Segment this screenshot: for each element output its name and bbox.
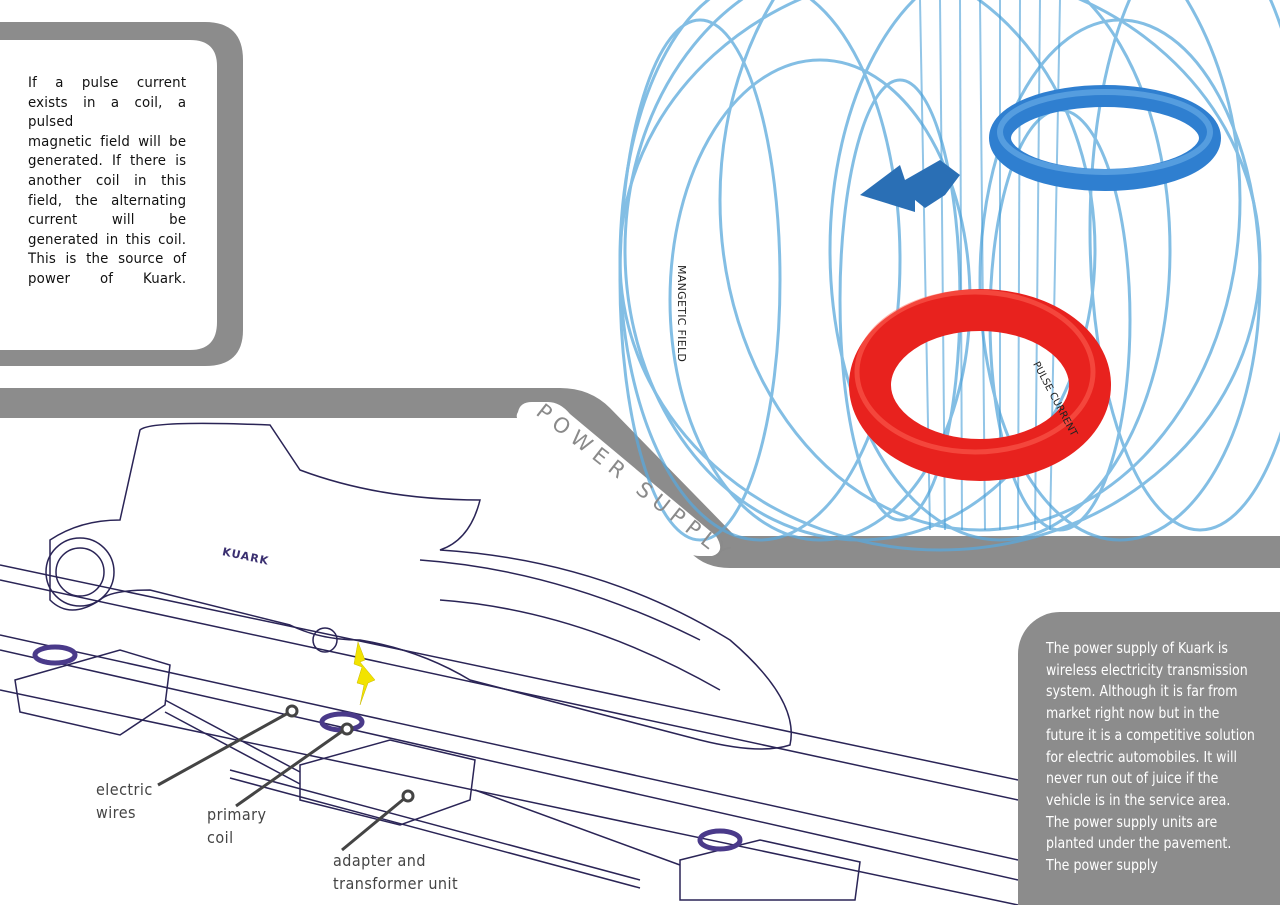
intro-line: If a pulse current bbox=[28, 75, 187, 91]
intro-line: magnetic field will be bbox=[28, 133, 187, 150]
callout-line: wires bbox=[96, 803, 136, 822]
adapter-box-3 bbox=[679, 839, 861, 901]
description-text: The power supply of Kuark is wireless el… bbox=[1046, 639, 1255, 875]
description-panel: The power supply of Kuark is wireless el… bbox=[1018, 612, 1280, 905]
intro-line: generated in this coil. bbox=[28, 231, 187, 248]
intro-line: power of Kuark. bbox=[28, 270, 187, 287]
callout-electric-wires: electric wires bbox=[96, 778, 153, 824]
intro-line: This is the source of bbox=[28, 251, 187, 268]
magnetic-field-label: MANGETIC FIELD bbox=[675, 265, 688, 363]
adapter-box-2 bbox=[299, 739, 476, 826]
intro-line: generated. If there is bbox=[28, 153, 187, 170]
callout-line: electric bbox=[96, 780, 153, 799]
vehicle-body bbox=[49, 422, 792, 750]
callout-line: coil bbox=[207, 828, 234, 847]
callout-line: adapter and bbox=[333, 851, 426, 870]
primary-coil-icon bbox=[32, 644, 78, 666]
direction-arrow-icon bbox=[860, 160, 960, 212]
vehicle-wheel bbox=[45, 537, 115, 607]
intro-line: current will be bbox=[28, 212, 187, 229]
callout-line: primary bbox=[207, 805, 267, 824]
callout-primary-coil: primary coil bbox=[207, 803, 267, 849]
intro-line: field, the alternating bbox=[28, 192, 187, 209]
red-coil bbox=[849, 289, 1111, 481]
lightning-bolt-icon bbox=[353, 641, 376, 706]
callout-adapter: adapter and transformer unit bbox=[333, 849, 458, 895]
intro-paragraph: If a pulse current exists in a coil, a p… bbox=[28, 74, 186, 290]
callout-line: transformer unit bbox=[333, 874, 459, 893]
callout-leaders bbox=[157, 704, 415, 852]
intro-line: exists in a coil, a pulsed bbox=[28, 94, 187, 131]
intro-line: another coil in this bbox=[28, 172, 187, 189]
power-supply-label-shape bbox=[516, 402, 721, 556]
blue-coil bbox=[989, 85, 1221, 191]
adapter-box-1 bbox=[14, 649, 171, 736]
field-lines bbox=[618, 0, 1280, 552]
top-left-panel-frame bbox=[0, 22, 243, 366]
primary-coil-icon bbox=[697, 828, 743, 852]
